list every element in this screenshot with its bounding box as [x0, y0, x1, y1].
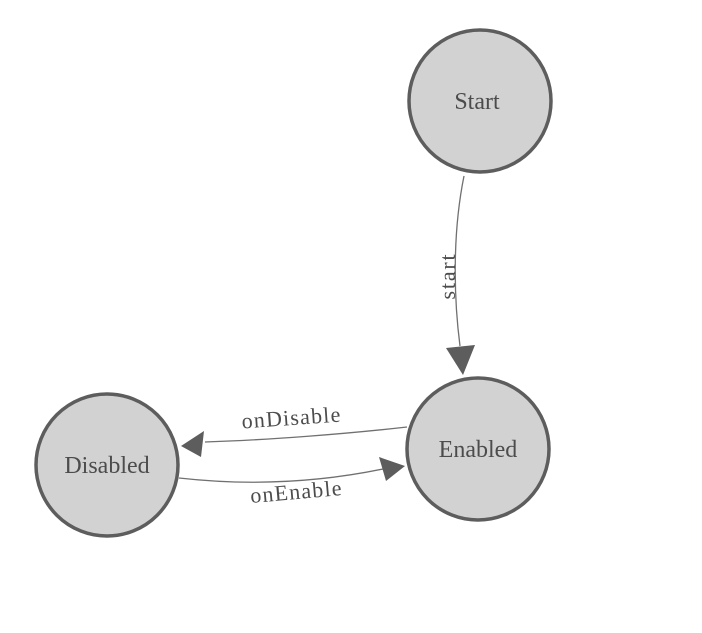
transition-label-ondisable: onDisable — [241, 402, 343, 434]
transition-line-start[interactable] — [454, 175, 465, 347]
state-node-disabled[interactable]: Disabled — [34, 392, 180, 538]
state-circle-start — [407, 28, 553, 174]
transition-enabled-to-disabled[interactable]: onDisable — [181, 402, 408, 457]
state-label-enabled: Enabled — [439, 437, 518, 463]
transition-line-onenable[interactable] — [178, 468, 384, 483]
transition-disabled-to-enabled[interactable]: onEnable — [178, 457, 405, 508]
state-circle-disabled — [34, 392, 180, 538]
arrowhead-left-icon — [181, 431, 204, 457]
arrowhead-down-icon — [446, 345, 475, 375]
transition-line-ondisable[interactable] — [204, 426, 408, 443]
state-circle-enabled — [405, 376, 551, 522]
transition-start-to-enabled[interactable]: start — [435, 175, 475, 375]
state-node-start[interactable]: Start — [407, 28, 553, 174]
state-label-start: Start — [454, 89, 500, 115]
transition-label-onenable: onEnable — [249, 475, 344, 508]
arrowhead-right-icon — [379, 457, 405, 481]
state-node-enabled[interactable]: Enabled — [405, 376, 551, 522]
transition-label-start: start — [435, 253, 460, 300]
state-label-disabled: Disabled — [64, 453, 149, 479]
